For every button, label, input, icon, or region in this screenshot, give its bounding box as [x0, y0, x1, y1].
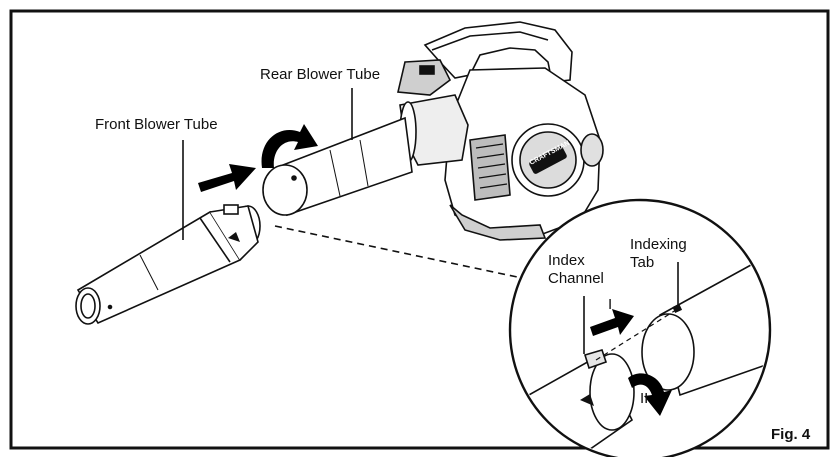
push-arrow-icon [198, 164, 256, 192]
detail-rotate-arrow-icon [628, 373, 672, 416]
figure-number-label: Fig. 4 [771, 426, 811, 443]
rear-blower-tube [262, 116, 413, 217]
front-blower-tube-label: Front Blower Tube [95, 116, 218, 133]
step-one-label: I [608, 296, 613, 313]
detail-push-arrow-icon [590, 309, 634, 336]
step-two-label: II [640, 390, 649, 407]
rear-blower-tube-label: Rear Blower Tube [260, 66, 381, 83]
rotate-arrow-icon [261, 124, 318, 168]
index-channel-label-line2: Channel [548, 270, 604, 287]
indexing-tab-label-line1: Indexing [630, 236, 687, 253]
indexing-tab-label-line2: Tab [630, 254, 655, 271]
detail-connector-dashed-line [274, 225, 523, 279]
front-blower-tube [75, 204, 261, 325]
blower-engine [397, 21, 604, 241]
index-channel-label-line1: Index [548, 252, 585, 269]
